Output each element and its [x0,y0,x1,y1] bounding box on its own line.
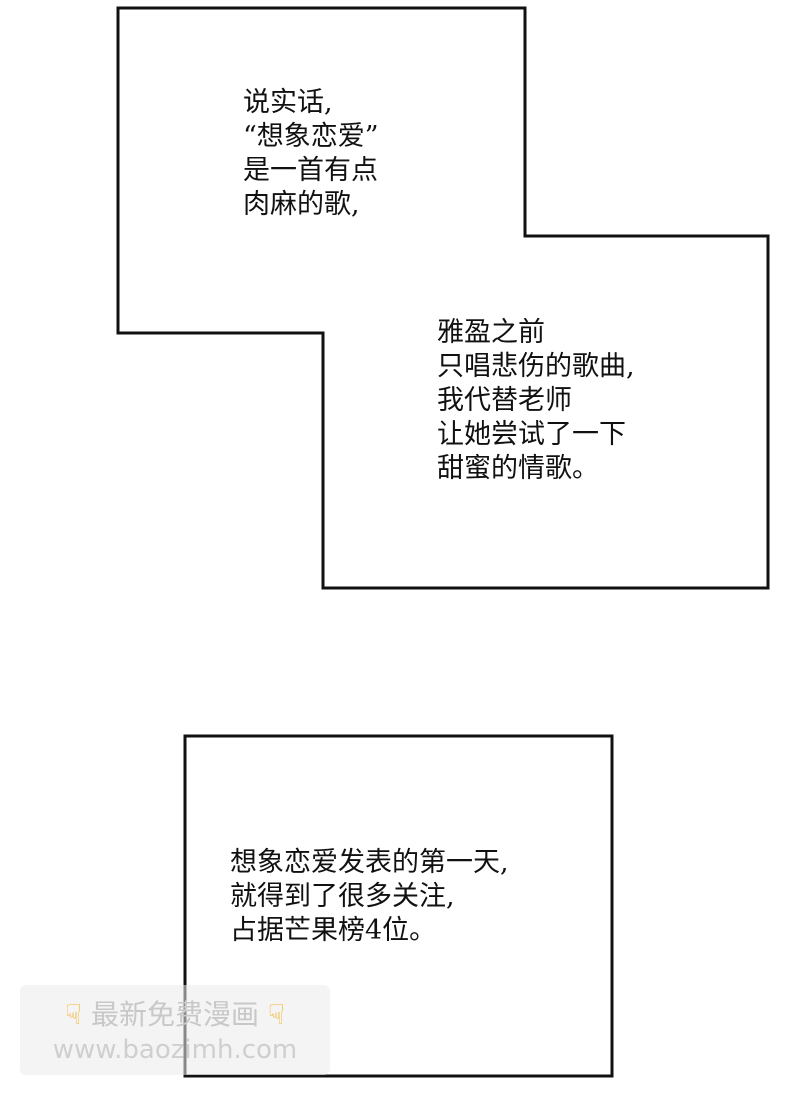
watermark: ☟ 最新免费漫画 ☟ www.baozimh.com [20,985,330,1075]
speech-block-1: 说实话, “想象恋爱” 是一首有点 肉麻的歌, [243,86,379,222]
speech-line: 想象恋爱发表的第一天, [230,847,509,878]
speech-line: “想象恋爱” [243,121,379,152]
speech-line: 肉麻的歌, [243,189,360,220]
top-panel-frame [116,6,770,590]
watermark-title: 最新免费漫画 [90,998,259,1031]
pointing-down-hand-icon: ☟ [267,998,285,1031]
speech-line: 我代替老师 [437,385,572,416]
speech-line: 让她尝试了一下 [437,419,626,450]
bottom-panel-frame [183,734,614,1078]
pointing-down-hand-icon: ☟ [65,998,83,1031]
speech-line: 雅盈之前 [437,317,545,348]
speech-line: 只唱悲伤的歌曲, [437,351,635,382]
speech-line: 占据芒果榜4位。 [230,915,437,946]
speech-line: 说实话, [243,87,333,118]
watermark-title-row: ☟ 最新免费漫画 ☟ [20,993,330,1033]
speech-block-2: 雅盈之前 只唱悲伤的歌曲, 我代替老师 让她尝试了一下 甜蜜的情歌。 [437,316,635,486]
speech-line: 甜蜜的情歌。 [437,453,599,484]
speech-line: 是一首有点 [243,155,378,186]
watermark-url: www.baozimh.com [52,1035,298,1065]
speech-line: 就得到了很多关注, [230,881,455,912]
speech-block-3: 想象恋爱发表的第一天, 就得到了很多关注, 占据芒果榜4位。 [230,846,509,948]
